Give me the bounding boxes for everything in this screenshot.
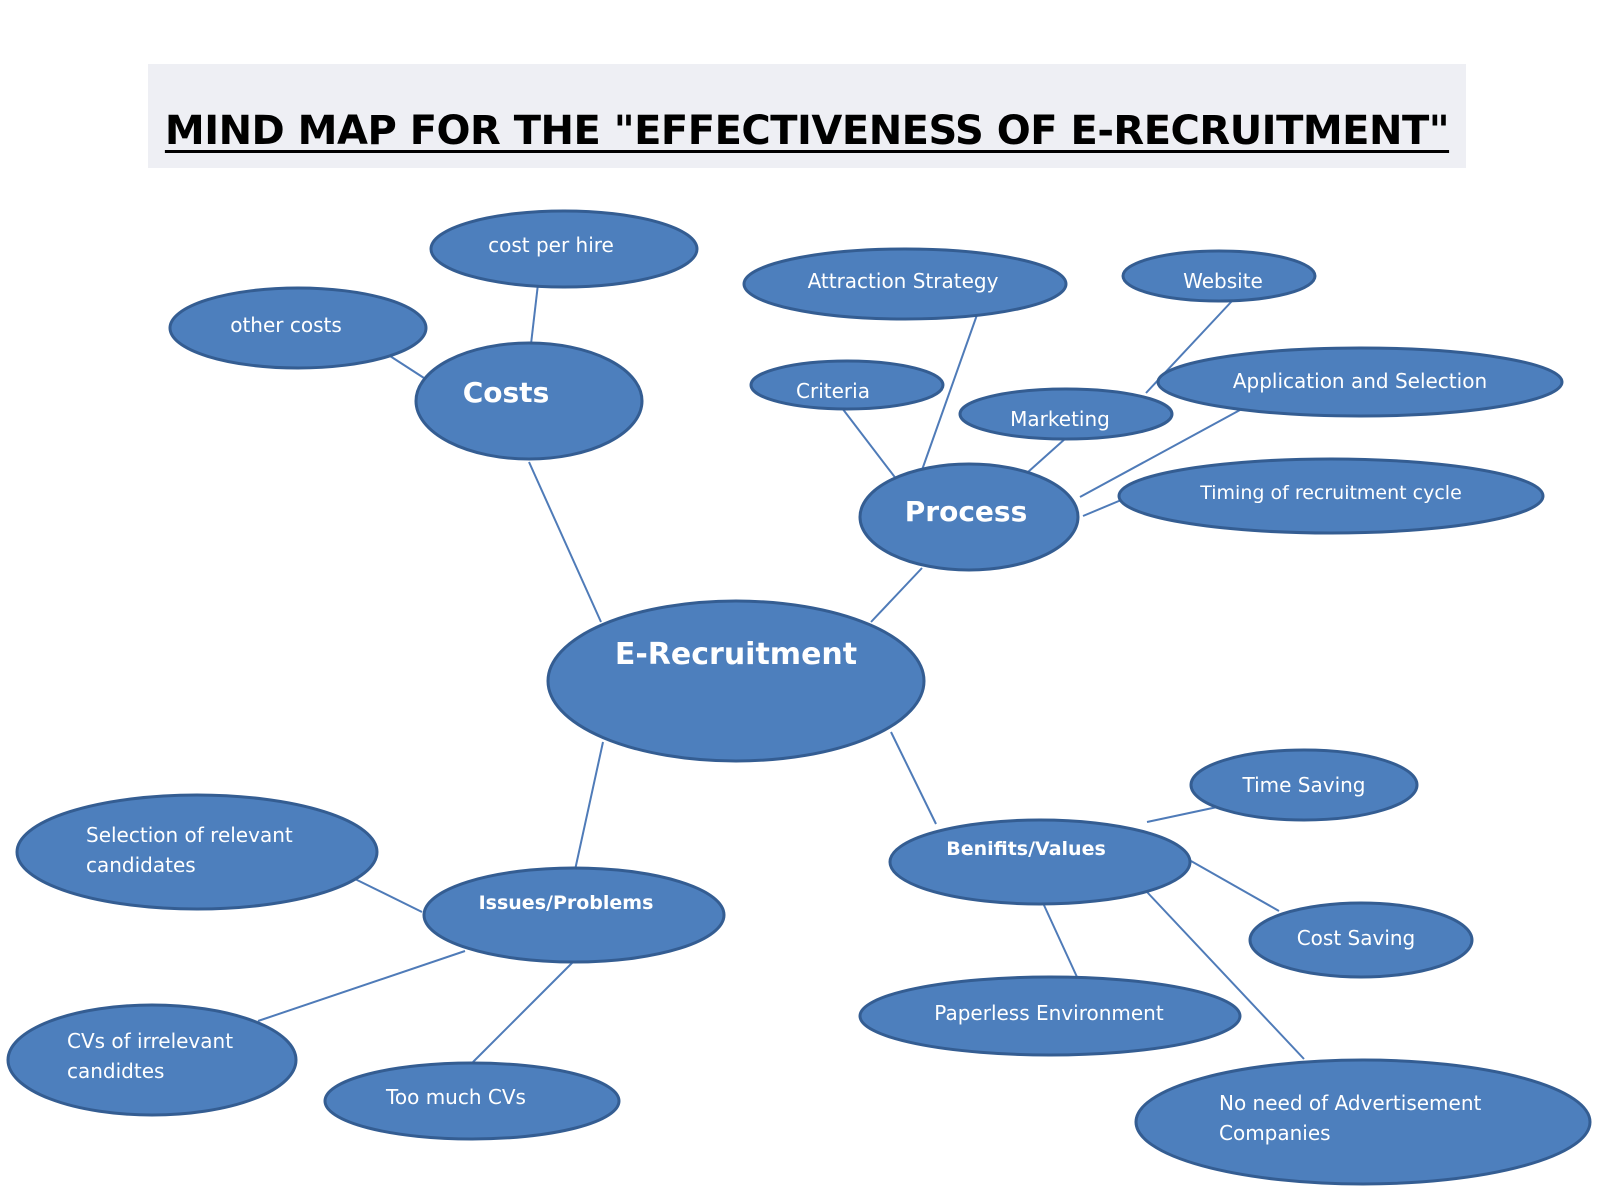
application-selection-node: Application and Selection xyxy=(1156,346,1564,418)
cvs-irrelevant-node: CVs of irrelevant candidtes xyxy=(6,1003,298,1117)
issues-label: Issues/Problems xyxy=(479,892,654,914)
connectors xyxy=(257,283,1305,1063)
link-process-application xyxy=(1079,409,1241,498)
page-title: MIND MAP FOR THE "EFFECTIVENESS OF E-REC… xyxy=(164,108,1450,154)
criteria-label: Criteria xyxy=(796,379,870,403)
attraction-strategy-node: Attraction Strategy xyxy=(742,247,1068,321)
link-process-criteria xyxy=(841,407,898,481)
other-costs-label: other costs xyxy=(230,313,342,337)
costs-node: Costs xyxy=(414,341,644,461)
cost-per-hire-label: cost per hire xyxy=(488,233,614,257)
paperless-node: Paperless Environment xyxy=(858,975,1242,1057)
link-center-process xyxy=(870,567,923,623)
link-center-costs xyxy=(528,461,602,623)
timing-node: Timing of recruitment cycle xyxy=(1117,457,1545,535)
too-much-cvs-label: Too much CVs xyxy=(385,1085,526,1109)
link-issues-cvs xyxy=(257,950,466,1022)
time-saving-label: Time Saving xyxy=(1241,773,1365,797)
no-need-label-line2: Companies xyxy=(1219,1121,1331,1145)
link-issues-selection xyxy=(352,877,423,913)
website-label: Website xyxy=(1183,269,1263,293)
link-costs-othercosts xyxy=(389,355,425,379)
time-saving-node: Time Saving xyxy=(1189,748,1419,822)
link-benefits-timesaving xyxy=(1146,805,1223,823)
selection-label-line1: Selection of relevant xyxy=(86,823,293,847)
issues-node: Issues/Problems xyxy=(422,866,726,964)
center-node: E-Recruitment xyxy=(546,599,926,763)
link-benefits-paperless xyxy=(1042,902,1078,978)
link-process-marketing xyxy=(1027,437,1067,473)
link-costs-costperhire xyxy=(530,283,539,345)
cvs-irrelevant-label-line1: CVs of irrelevant xyxy=(67,1029,233,1053)
link-process-timing xyxy=(1082,497,1127,517)
marketing-node: Marketing xyxy=(958,387,1174,441)
no-need-advertisement-node: No need of Advertisement Companies xyxy=(1134,1058,1592,1186)
benefits-label: Benifits/Values xyxy=(946,838,1106,860)
cvs-irrelevant-label-line2: candidtes xyxy=(67,1059,164,1083)
selection-label-line2: candidates xyxy=(86,853,196,877)
costs-label: Costs xyxy=(463,376,550,409)
no-need-label-line1: No need of Advertisement xyxy=(1219,1091,1482,1115)
website-node: Website xyxy=(1121,249,1317,303)
process-label: Process xyxy=(905,495,1028,528)
too-much-cvs-node: Too much CVs xyxy=(323,1061,621,1141)
cost-saving-label: Cost Saving xyxy=(1297,926,1416,950)
process-node: Process xyxy=(858,462,1080,572)
link-center-benefits xyxy=(890,731,937,825)
link-process-attraction xyxy=(921,311,979,471)
link-center-issues xyxy=(574,741,604,871)
cost-saving-node: Cost Saving xyxy=(1248,901,1474,979)
link-benefits-costsaving xyxy=(1190,860,1280,912)
link-issues-toomuch xyxy=(472,961,574,1063)
other-costs-node: other costs xyxy=(168,286,428,370)
benefits-node: Benifits/Values xyxy=(888,818,1192,906)
selection-node: Selection of relevant candidates xyxy=(15,793,379,911)
criteria-node: Criteria xyxy=(749,359,945,411)
marketing-label: Marketing xyxy=(1010,407,1110,431)
application-selection-label: Application and Selection xyxy=(1233,369,1487,393)
cost-per-hire-node: cost per hire xyxy=(429,209,699,289)
paperless-label: Paperless Environment xyxy=(934,1001,1164,1025)
link-benefits-noneed xyxy=(1146,891,1305,1060)
timing-label: Timing of recruitment cycle xyxy=(1199,482,1462,504)
title-band xyxy=(148,64,1466,168)
attraction-strategy-label: Attraction Strategy xyxy=(808,269,999,293)
center-label: E-Recruitment xyxy=(615,637,857,672)
